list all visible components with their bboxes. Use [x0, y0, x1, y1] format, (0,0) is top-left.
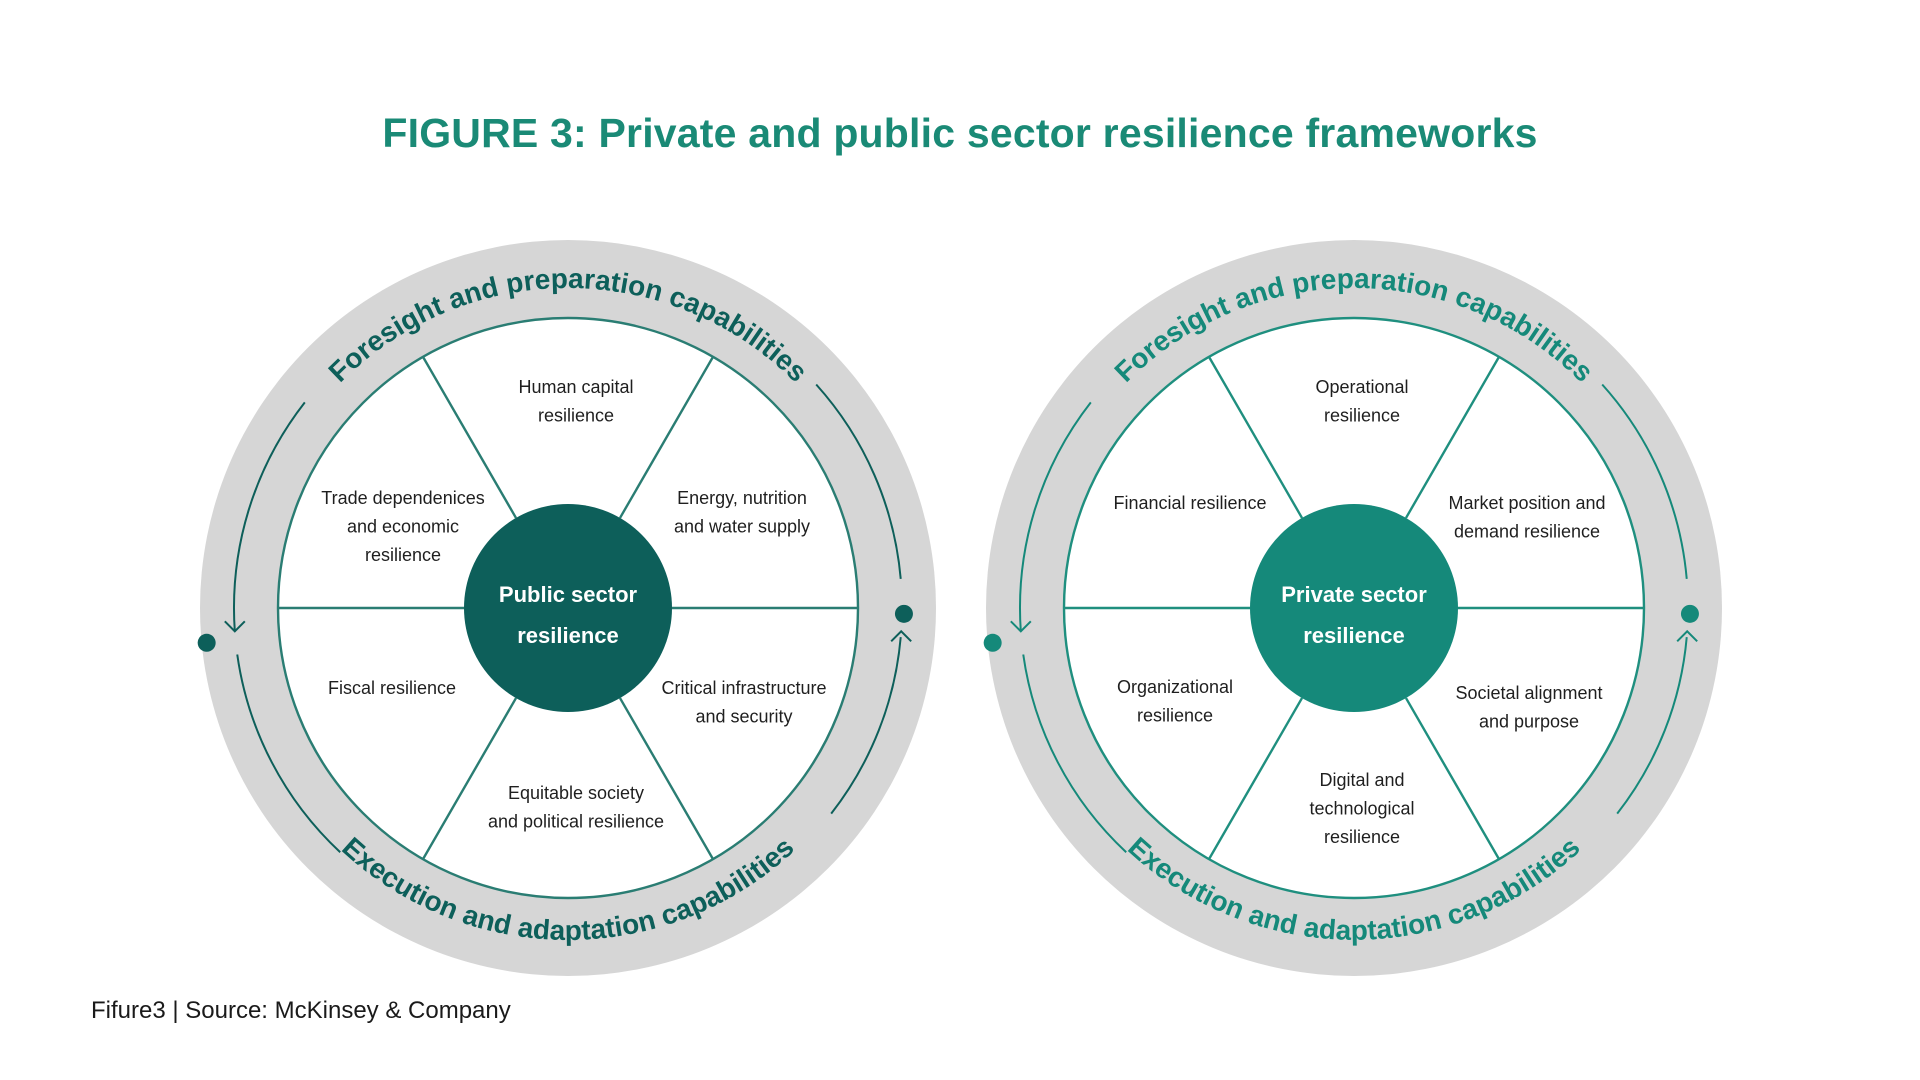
cycle-arrow-left	[233, 401, 306, 632]
segment-label-lower-left: Fiscal resilience	[328, 678, 456, 698]
arrow-down-icon	[224, 620, 246, 633]
segment-label-upper-left: Financial resilience	[1113, 493, 1266, 513]
segment-divider	[1404, 697, 1501, 860]
segment-divider	[1207, 697, 1304, 860]
arrow-down-icon	[1010, 620, 1032, 633]
segment-divider	[421, 697, 518, 860]
segment-divider	[1404, 356, 1501, 519]
cycle-arc-lower-left	[1022, 654, 1127, 854]
cycle-arc-upper-right	[1601, 383, 1688, 579]
arrow-up-icon	[890, 629, 912, 643]
segment-divider	[1207, 356, 1304, 519]
cycle-arc-upper-right	[815, 383, 902, 579]
cycle-arrow-left	[1019, 401, 1092, 632]
segment-divider	[421, 356, 518, 519]
cycle-arc-lower-left	[236, 654, 341, 854]
segment-divider	[618, 356, 715, 519]
source-caption: Fifure3 | Source: McKinsey & Company	[91, 997, 511, 1024]
cycle-arrow-right	[1616, 637, 1688, 815]
segment-divider	[618, 697, 715, 860]
arrow-up-icon	[1676, 629, 1698, 643]
cycle-dot-right	[894, 604, 913, 623]
cycle-dot-right	[1680, 604, 1699, 623]
cycle-dot-left	[197, 633, 216, 652]
center-hub	[1250, 504, 1458, 712]
cycle-arrow-right	[830, 637, 902, 815]
center-hub	[464, 504, 672, 712]
cycle-dot-left	[983, 633, 1002, 652]
figure-title: FIGURE 3: Private and public sector resi…	[382, 110, 1538, 156]
